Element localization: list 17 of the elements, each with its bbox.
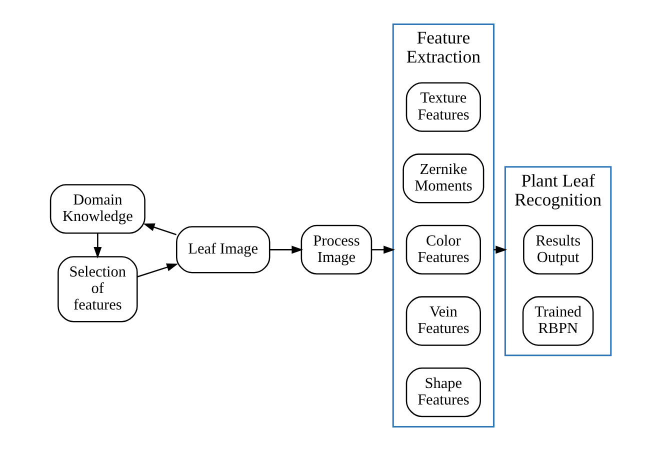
node-box: Process Image	[300, 224, 372, 274]
node-box: Vein Features	[406, 296, 481, 346]
arrow	[270, 245, 304, 254]
arrow	[143, 222, 176, 235]
node-box: Shape Features	[406, 367, 481, 417]
node-box: Texture Features	[406, 82, 481, 132]
node-box: Selection of features	[58, 256, 138, 322]
node-box: Leaf Image	[176, 226, 270, 273]
arrow	[372, 245, 396, 254]
arrow	[94, 233, 102, 258]
node-box: Domain Knowledge	[50, 184, 146, 234]
arrow	[136, 262, 178, 277]
node-box: Results Output	[523, 224, 594, 274]
arrow	[494, 245, 508, 254]
node-box: Trained RBPN	[522, 296, 594, 346]
node-box: Zernike Moments	[402, 153, 484, 203]
node-box: Color Features	[406, 224, 481, 274]
